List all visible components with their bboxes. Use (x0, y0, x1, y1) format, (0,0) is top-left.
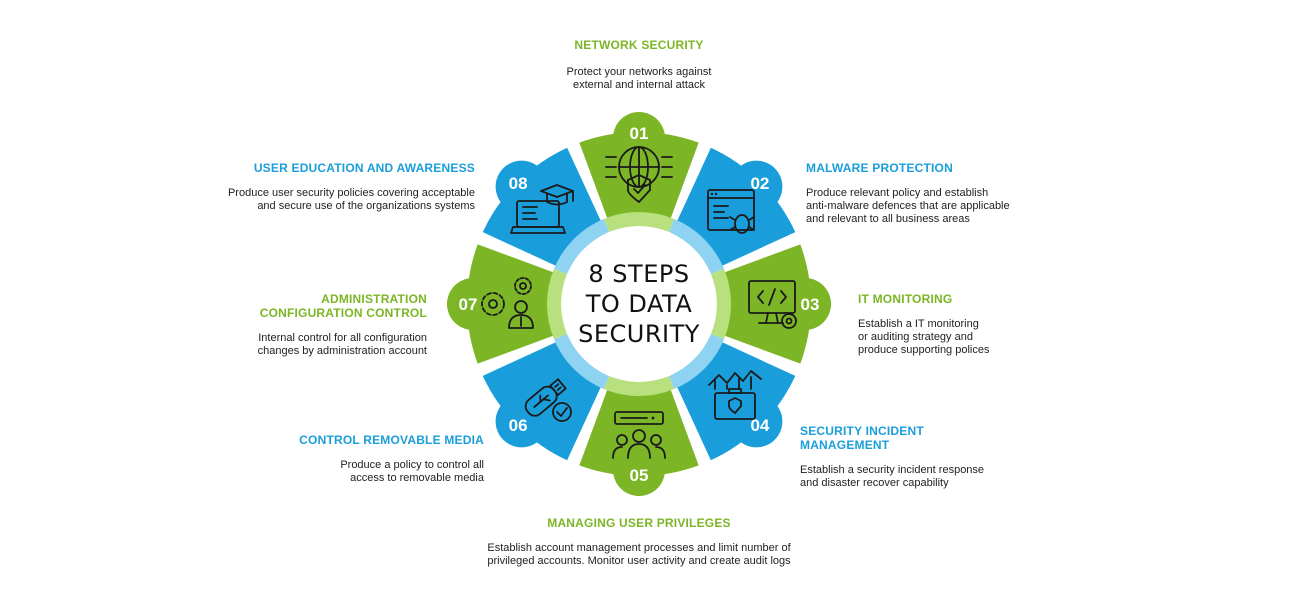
step-06-desc-2: access to removable media (350, 472, 484, 484)
step-04-title-1: SECURITY INCIDENT (800, 424, 924, 438)
step-05-title: MANAGING USER PRIVILEGES (547, 516, 731, 530)
center-line-1: 8 STEPS (588, 260, 689, 288)
step-number-01: 01 (630, 124, 649, 143)
step-04-desc-1: Establish a security incident response (800, 464, 985, 476)
step-01-desc-1: Protect your networks against (566, 66, 712, 78)
step-07-title-2: CONFIGURATION CONTROL (259, 306, 427, 320)
step-07-info: ADMINISTRATION CONFIGURATION CONTROL Int… (187, 292, 427, 358)
monitor-code-icon (748, 280, 797, 329)
step-number-06: 06 (509, 416, 528, 435)
step-01-desc-2: external and internal attack (572, 79, 706, 91)
step-05-info: MANAGING USER PRIVILEGES Establish accou… (439, 516, 839, 568)
step-01-title: NETWORK SECURITY (574, 38, 704, 52)
step-07-desc-1: Internal control for all configuration (258, 332, 427, 344)
step-number-05: 05 (630, 466, 649, 485)
center-line-2: TO DATA (585, 290, 693, 318)
globe-shield-icon (605, 146, 673, 203)
briefcase-chart-icon (708, 370, 762, 420)
step-04-desc-2: and disaster recover capability (800, 477, 949, 489)
center-title: 8 STEPS TO DATA SECURITY (578, 260, 700, 348)
step-03-desc-2: or auditing strategy and (858, 331, 973, 343)
step-03-info: IT MONITORING Establish a IT monitoring … (858, 292, 1078, 357)
step-04-title-2: MANAGEMENT (800, 438, 890, 452)
step-03-desc-3: produce supporting polices (858, 344, 990, 356)
step-number-03: 03 (801, 295, 820, 314)
step-08-title: USER EDUCATION AND AWARENESS (253, 161, 475, 175)
center-line-3: SECURITY (578, 320, 700, 348)
step-02-title: MALWARE PROTECTION (806, 161, 953, 175)
step-number-04: 04 (750, 416, 769, 435)
step-02-desc-2: anti-malware defences that are applicabl… (806, 200, 1010, 212)
browser-bug-icon (707, 189, 755, 234)
step-06-desc-1: Produce a policy to control all (340, 459, 484, 471)
center-disc (561, 226, 717, 382)
gears-person-icon (481, 277, 534, 329)
step-03-title: IT MONITORING (858, 292, 953, 306)
user-group-icon (612, 411, 666, 459)
step-07-desc-2: changes by administration account (257, 345, 427, 357)
step-number-02: 02 (750, 174, 769, 193)
step-05-desc-1: Establish account management processes a… (487, 542, 791, 554)
step-number-08: 08 (509, 174, 528, 193)
step-02-desc-1: Produce relevant policy and establish (806, 187, 989, 199)
step-01-info: NETWORK SECURITY Protect your networks a… (489, 38, 789, 92)
step-number-07: 07 (459, 295, 478, 314)
step-06-info: CONTROL REMOVABLE MEDIA Produce a policy… (244, 433, 484, 485)
step-05-desc-2: privileged accounts. Monitor user activi… (487, 555, 791, 567)
center-ring (547, 212, 731, 396)
step-08-desc-2: and secure use of the organizations syst… (257, 200, 475, 212)
step-08-info: USER EDUCATION AND AWARENESS Produce use… (175, 161, 475, 213)
step-04-info: SECURITY INCIDENT MANAGEMENT Establish a… (800, 424, 1040, 490)
step-06-title: CONTROL REMOVABLE MEDIA (299, 433, 484, 447)
step-02-desc-3: and relevant to all business areas (806, 213, 970, 225)
step-08-desc-1: Produce user security policies covering … (227, 187, 475, 199)
step-07-title-1: ADMINISTRATION (321, 292, 427, 306)
step-02-info: MALWARE PROTECTION Produce relevant poli… (806, 161, 1066, 226)
usb-drive-icon (524, 378, 572, 422)
laptop-graduation-icon (510, 184, 574, 234)
step-03-desc-1: Establish a IT monitoring (858, 318, 979, 330)
